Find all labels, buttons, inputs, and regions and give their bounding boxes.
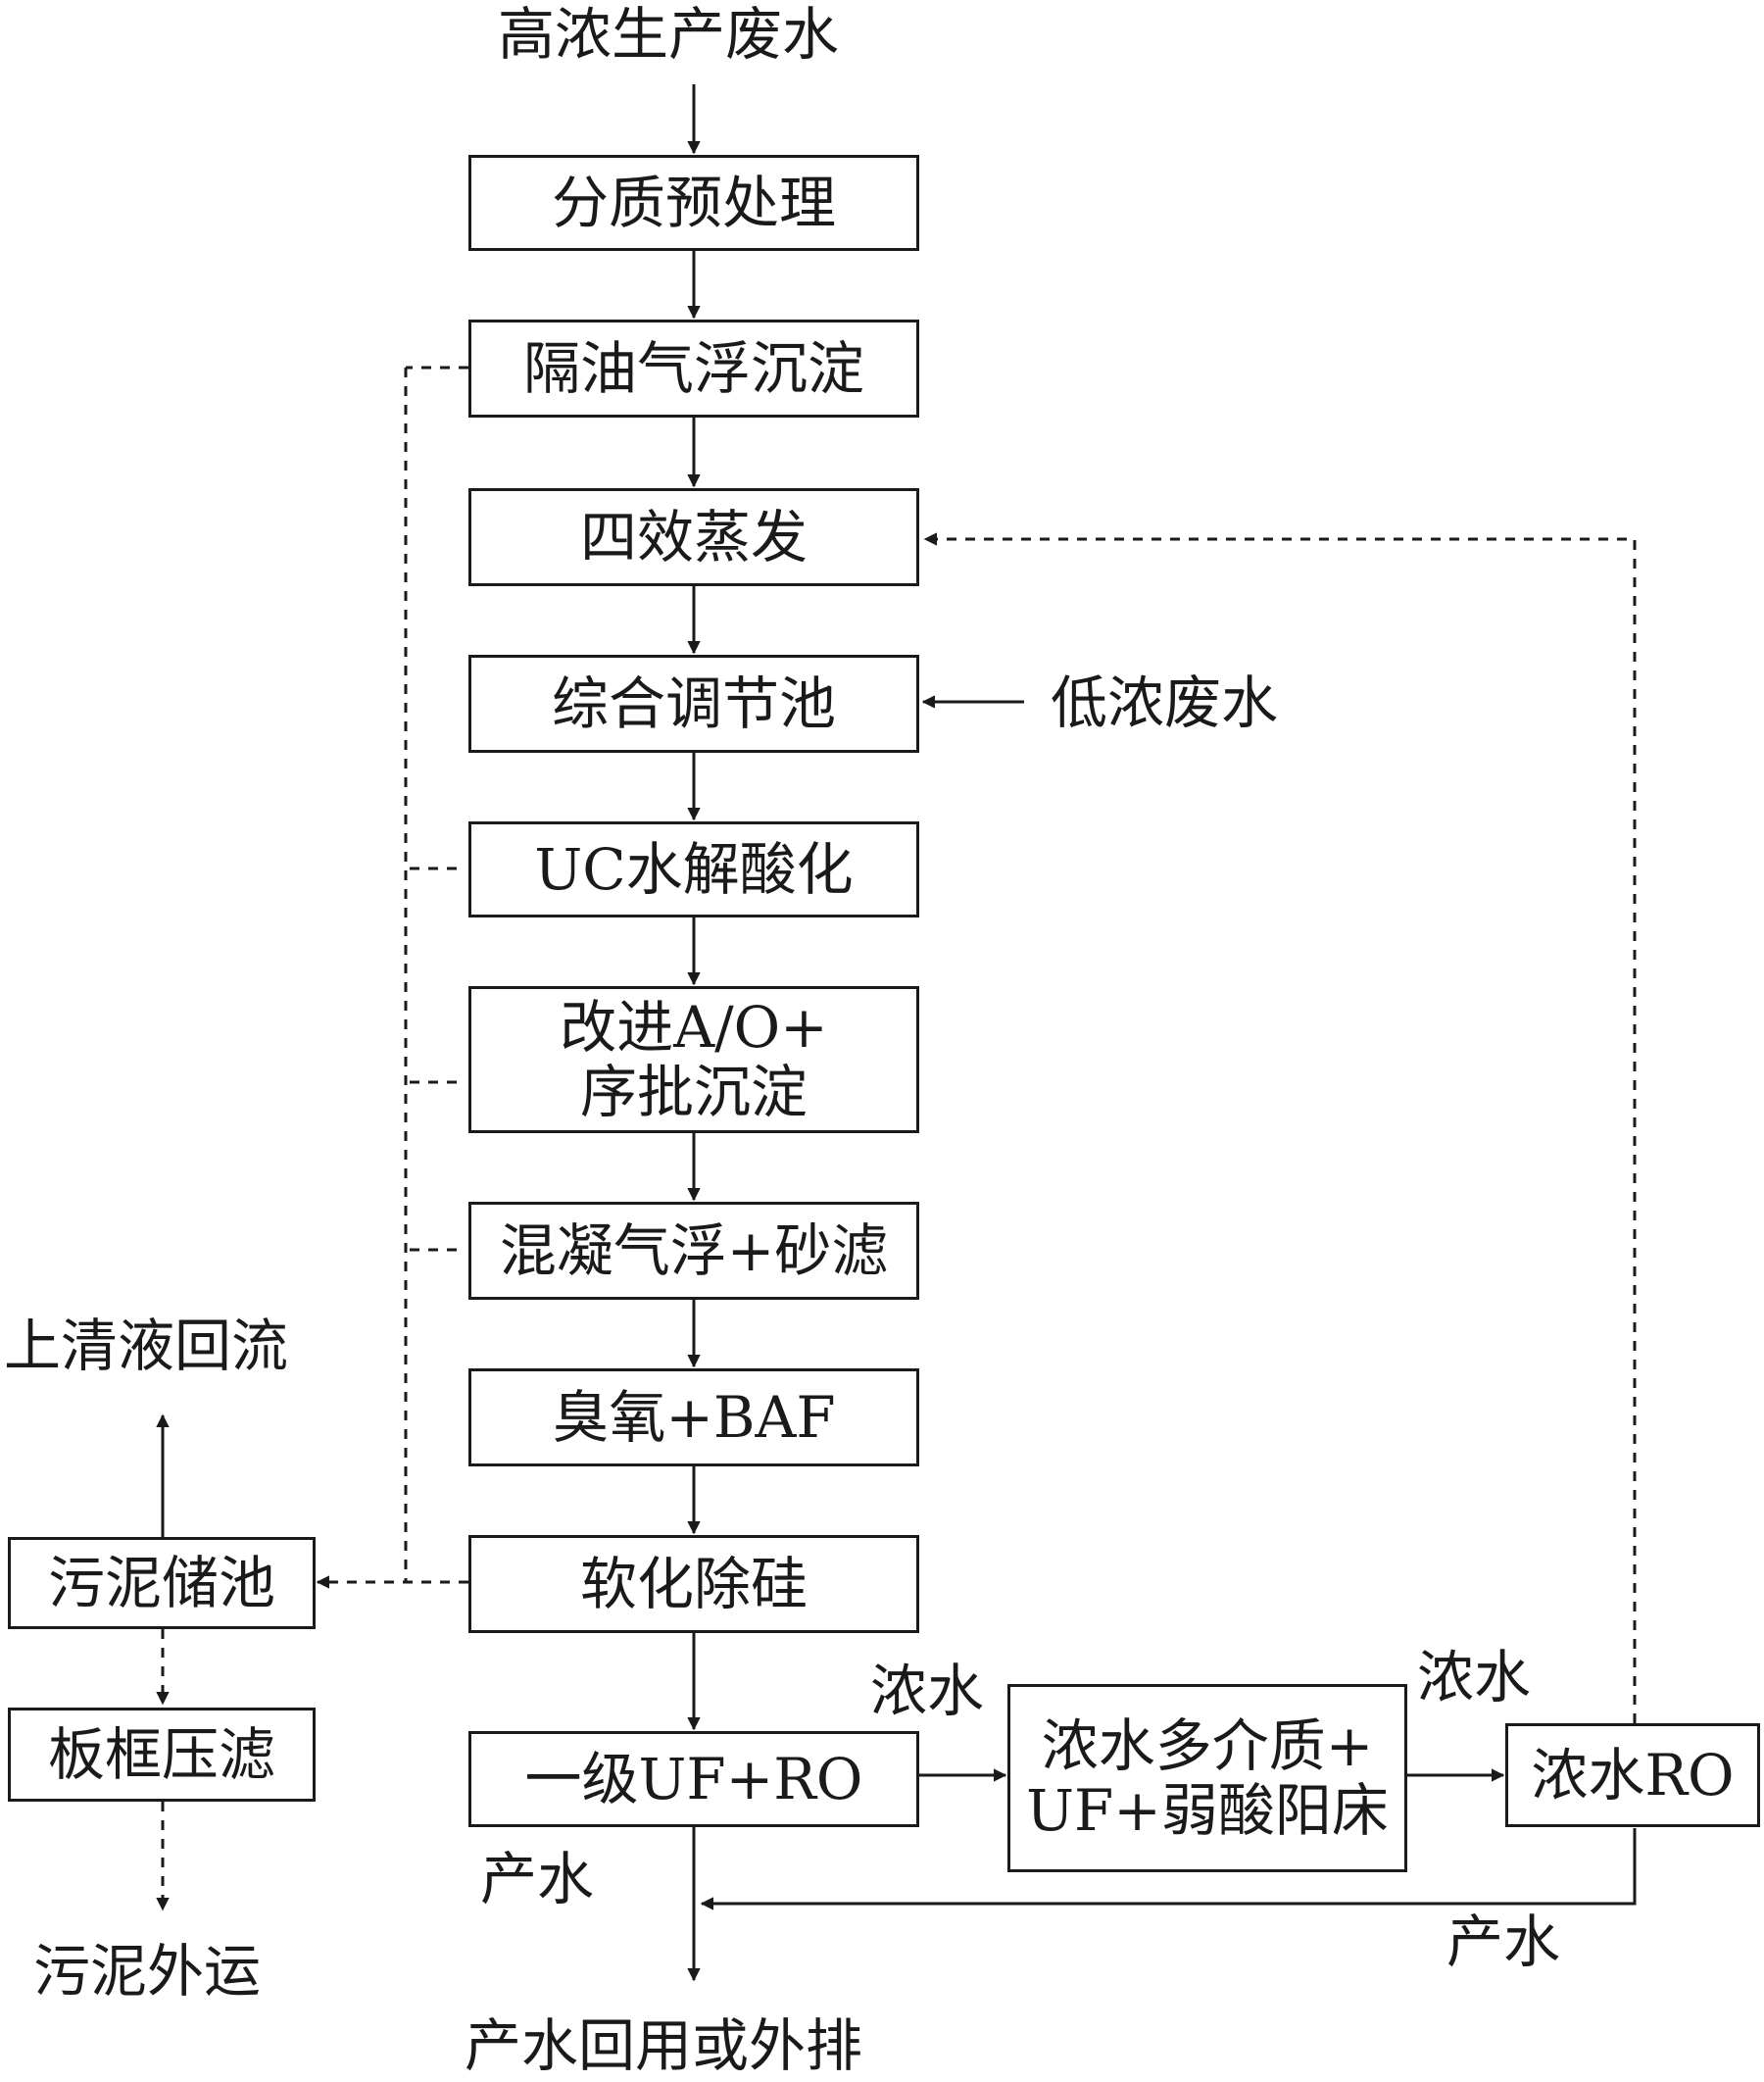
product-water-label-2: 产水 xyxy=(1446,1908,1561,1975)
box-softening-desilication: 软化除硅 xyxy=(468,1535,919,1633)
sludge-out-label: 污泥外运 xyxy=(33,1938,262,2005)
high-conc-wastewater-label: 高浓生产废水 xyxy=(498,1,840,68)
box-equalization-tank: 综合调节池 xyxy=(468,655,919,753)
low-conc-wastewater-label: 低浓废水 xyxy=(1051,669,1279,736)
box-ozone-baf: 臭氧+BAF xyxy=(468,1368,919,1466)
box-sludge-storage: 污泥储池 xyxy=(8,1537,316,1629)
final-output-label: 产水回用或外排 xyxy=(465,2012,863,2079)
box-oil-separation: 隔油气浮沉淀 xyxy=(468,320,919,418)
concentrate-label-2: 浓水 xyxy=(1417,1644,1532,1710)
box-four-effect-evaporation: 四效蒸发 xyxy=(468,488,919,586)
box-primary-uf-ro: 一级UF+RO xyxy=(468,1731,919,1827)
box-coagulation-sand-filter: 混凝气浮+砂滤 xyxy=(468,1202,919,1300)
box-plate-frame-press: 板框压滤 xyxy=(8,1708,316,1802)
product-water-label-1: 产水 xyxy=(480,1846,595,1912)
box-uc-hydrolysis: UC水解酸化 xyxy=(468,821,919,917)
box-improved-ao: 改进A/O+ 序批沉淀 xyxy=(468,986,919,1133)
supernatant-return-label: 上清液回流 xyxy=(4,1313,289,1379)
box-pretreatment: 分质预处理 xyxy=(468,155,919,251)
arrow-concro-product-return xyxy=(700,1828,1637,1910)
box-concentrate-media-uf-cation: 浓水多介质+ UF+弱酸阳床 xyxy=(1007,1684,1407,1872)
box-concentrate-ro: 浓水RO xyxy=(1505,1723,1760,1827)
dashed-concro-to-evap xyxy=(923,532,1637,1723)
concentrate-label-1: 浓水 xyxy=(870,1658,985,1724)
